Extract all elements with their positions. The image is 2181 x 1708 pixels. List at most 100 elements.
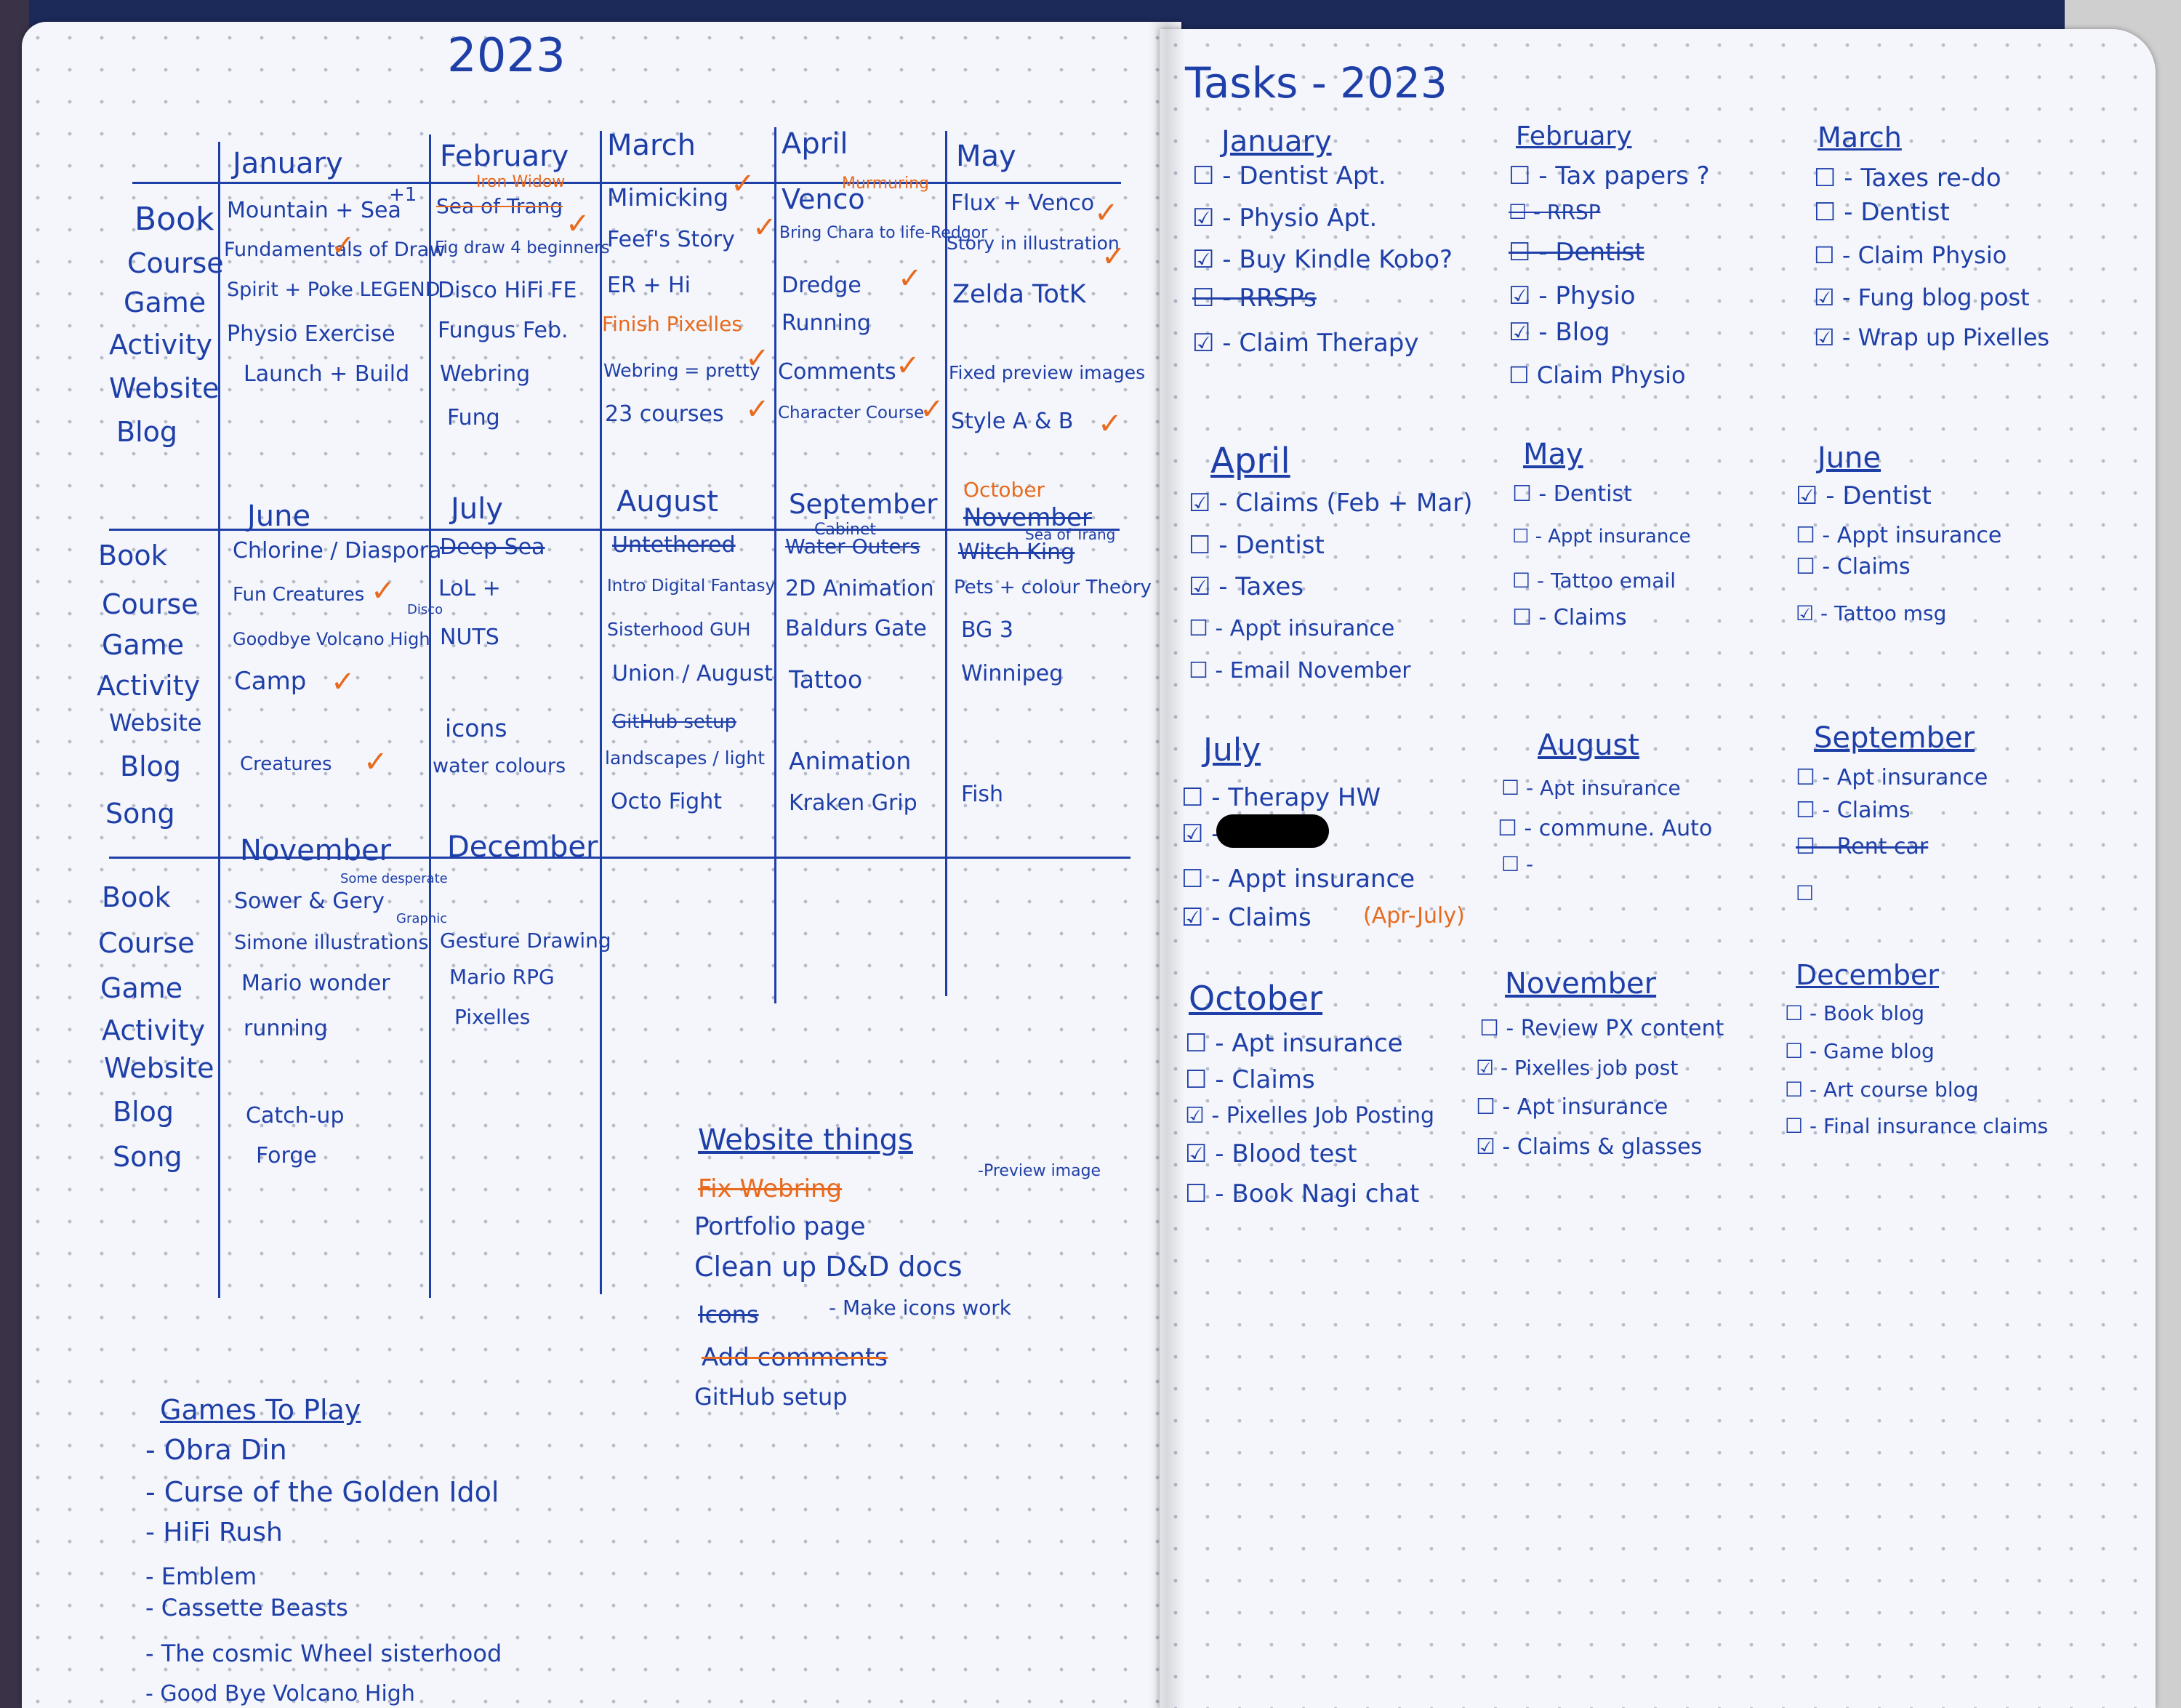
task-item: ☐ - Apt insurance (1501, 776, 1681, 800)
task-item: ☐ - (1501, 852, 1534, 876)
cell-mar-book: Mimicking (607, 183, 729, 212)
task-item: ☐ - Book Nagi chat (1185, 1179, 1420, 1208)
cell-aug-song: Octo Fight (611, 789, 722, 814)
games-to-play-item: - Emblem (145, 1563, 257, 1590)
tasks-month-september: September (1814, 721, 1975, 755)
task-item: ☐ - Dentist (1512, 481, 1632, 507)
task-item: ☐ - Dentist Apt. (1192, 161, 1386, 191)
grid-line (218, 142, 220, 1298)
games-to-play-item: - The cosmic Wheel sisterhood (145, 1640, 502, 1667)
task-item: ☐ - Claim Physio (1814, 241, 2007, 269)
cell-jan-activity: Physio Exercise (227, 321, 395, 347)
cell-nov-activity: running (244, 1016, 328, 1041)
cell-feb-game: Disco HiFi FE (438, 278, 577, 303)
task-item: ☐ - commune. Auto (1498, 816, 1713, 841)
task-item: ☐ - Dentist (1509, 238, 1644, 267)
task-item: ☐ - Game blog (1785, 1039, 1935, 1063)
cell-jul-game: NUTS (440, 625, 499, 650)
row-label-activity: Activity (109, 329, 213, 361)
cell-nov-game: Mario wonder (241, 971, 390, 996)
cell-oct-game: BG 3 (961, 617, 1013, 643)
tasks-month-february: February (1516, 121, 1632, 151)
row-label-book: Book (98, 540, 167, 572)
website-things-note: -Preview image (978, 1162, 1101, 1180)
cell-jun-blog: Creatures (240, 753, 332, 775)
tasks-month-april: April (1210, 441, 1290, 481)
row-label-website: Website (104, 1052, 214, 1084)
cell-feb-website: Webring (440, 361, 531, 387)
right-page (1160, 29, 2156, 1708)
website-things-item: Fix Webring (698, 1174, 843, 1203)
cell-jun-book: Chlorine / Diaspora (233, 538, 442, 564)
cell-may-course: Story in illustration (947, 233, 1120, 254)
task-item: ☐ - Apt insurance (1476, 1094, 1668, 1120)
task-item: ☐ Claim Physio (1509, 361, 1686, 389)
website-things-item: Icons (698, 1301, 759, 1328)
task-item: ☐ - Therapy HW (1181, 783, 1381, 812)
cell-aug-book: Untethered (612, 532, 736, 558)
task-item: ☑ - Wrap up Pixelles (1814, 324, 2050, 351)
cell-may-website: Fixed preview images (949, 362, 1146, 383)
cell-dec-activity: Pixelles (454, 1005, 531, 1029)
cell-oct-course: Pets + colour Theory (954, 577, 1152, 598)
tasks-month-june: June (1818, 441, 1881, 475)
website-things-item: Add comments (702, 1343, 888, 1372)
cell-feb-activity: Fungus Feb. (438, 318, 569, 343)
website-things-item: GitHub setup (694, 1383, 848, 1411)
task-item: ☐ - Art course blog (1785, 1078, 1979, 1102)
cell-jun-course: Fun Creatures (233, 584, 365, 606)
check-mark: ✓ (371, 574, 395, 608)
row-label-song: Song (113, 1141, 182, 1173)
cell-dec-game: Mario RPG (449, 965, 555, 989)
tasks-month-october: October (1189, 979, 1323, 1018)
task-item: ☐ - Claims (1796, 798, 1911, 823)
task-item: ☐ - Claims (1512, 605, 1627, 630)
cell-jul-website: icons (445, 714, 507, 742)
website-things-item: Portfolio page (694, 1212, 866, 1241)
row-label-blog: Blog (120, 750, 181, 782)
task-item: ☐ - RRSPs (1192, 284, 1317, 313)
task-item: ☑ - Claims (Feb + Mar) (1189, 489, 1473, 518)
task-item: ☑ - Pixelles job post (1476, 1056, 1679, 1080)
task-item: ☑ - Dentist (1796, 481, 1932, 510)
cell-jan-book: Mountain + Sea (227, 198, 401, 223)
task-item: ☑ - Claims (1181, 903, 1312, 932)
grid-line (109, 857, 1130, 859)
cell-nov-song: Forge (256, 1143, 317, 1168)
cell-sep-activity: Tattoo (789, 665, 863, 694)
cell-apr-note: Murmuring (842, 175, 930, 193)
check-mark: ✓ (1098, 407, 1122, 441)
cell-oct-note: Sea of Trang (1025, 526, 1116, 543)
check-mark: ✓ (331, 229, 356, 262)
cell-mar-course: Feef's Story (607, 227, 735, 252)
grid-line (132, 182, 1121, 184)
check-mark: ✓ (896, 349, 920, 382)
month-header-july: July (451, 492, 503, 526)
task-item: ☐ - Final insurance claims (1785, 1114, 2049, 1138)
task-item: ☑ - Buy Kindle Kobo? (1192, 245, 1453, 274)
task-item: ☐ - RRSP (1509, 200, 1601, 224)
cell-may-blog: Style A & B (951, 409, 1074, 434)
grid-line (109, 529, 1120, 531)
task-item: ☐ - Review PX content (1479, 1016, 1724, 1041)
row-label-game: Game (102, 629, 185, 661)
cell-jul-blog: water colours (433, 755, 566, 777)
cell-sep-course: 2D Animation (785, 576, 934, 601)
cell-feb-blog: Fung (447, 405, 500, 430)
grid-line (429, 135, 431, 1298)
cell-jun-note: Disco (407, 602, 443, 617)
cell-apr-blog: Character Course (778, 404, 925, 422)
cell-aug-activity: Union / August (612, 661, 773, 686)
task-item: ☐ - Claims (1185, 1065, 1315, 1094)
task-item: ☐ - Taxes re-do (1814, 164, 2001, 193)
cell-nov-course: Simone illustrations (234, 931, 429, 954)
row-label-blog: Blog (116, 416, 177, 448)
month-header-may: May (956, 140, 1016, 173)
grid-line (600, 131, 602, 1294)
games-to-play-title: Games To Play (160, 1394, 361, 1426)
cell-aug-blog: landscapes / light (605, 747, 766, 769)
task-item: ☑ - Blood test (1185, 1139, 1357, 1168)
check-mark: ✓ (745, 393, 770, 426)
cell-apr-book: Venco (782, 183, 865, 215)
task-item: ☐ - Appt insurance (1512, 526, 1691, 548)
